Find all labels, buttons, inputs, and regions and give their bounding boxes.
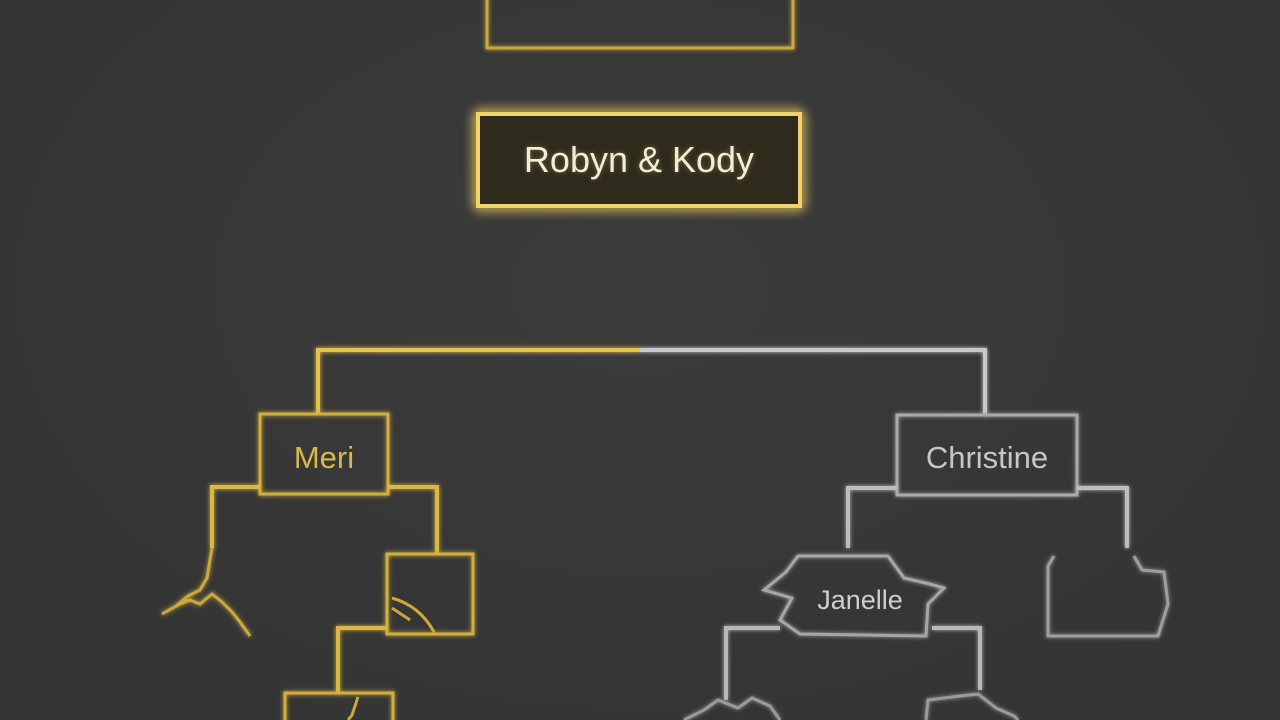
broken-shape-bottom-right [924,692,1020,720]
connector-janelle-left [724,626,780,700]
meri-child-box-crack [391,596,436,633]
top-node-box [485,0,795,50]
connector-to-left-branch [316,348,640,414]
center-node-box [476,112,802,208]
connector-meri-right [388,485,439,553]
connector-christine-left [846,486,897,548]
connector-to-right-branch [640,348,987,415]
broken-line-left [161,547,252,637]
janelle-node-shape [760,554,947,638]
connector-christine-right [1077,486,1129,548]
meri-child-box [385,552,475,636]
meri-grandchild-crack [346,696,360,720]
connector-meri-left [210,485,260,548]
connector-janelle-right [932,626,982,690]
broken-shape-bottom-left [683,696,782,720]
christine-node-box [895,413,1079,497]
connector-meri-child-down [336,626,387,693]
meri-grandchild-box [283,691,395,720]
broken-shape-right [1046,555,1170,638]
meri-node-box [258,412,390,496]
